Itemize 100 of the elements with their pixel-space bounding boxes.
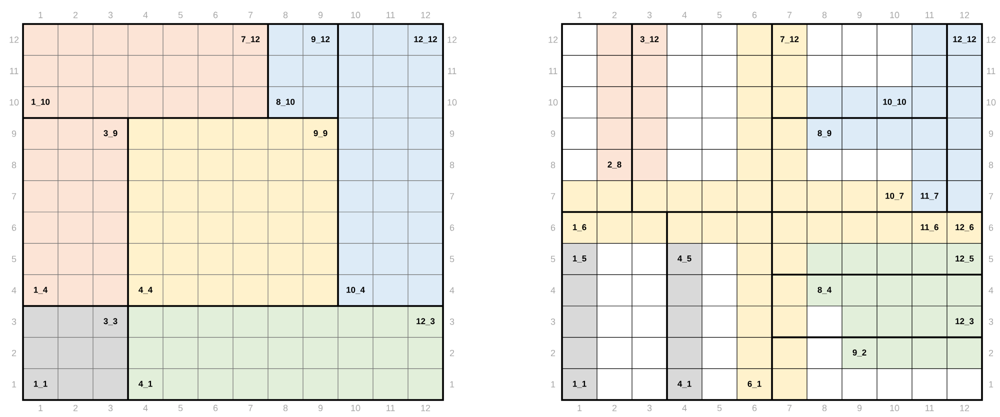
cell-label: 9_12 [311,36,330,44]
axis-number: 4 [450,287,454,294]
cell-label: 7_12 [241,36,260,44]
axis-number: 6 [450,224,454,231]
axis-number: 11 [386,12,395,18]
axis-number: 2 [450,350,454,356]
axis-number: 5 [178,404,183,412]
axis-number: 8 [450,162,454,168]
axis-number: 9 [12,130,16,137]
cell-label: 10_4 [346,286,365,294]
axis-number: 9 [318,12,323,18]
axis-number: 1 [12,381,16,388]
axis-number: 5 [450,256,454,262]
axis-number: 2 [612,12,617,18]
axis-number: 8 [550,162,556,168]
axis-number: 7 [550,193,556,200]
axis-number: 3 [108,12,113,18]
axis-number: 12 [421,12,430,18]
axis-number: 7 [787,12,792,18]
cell-label: 10_7 [886,192,904,200]
cell-label: 12_3 [416,318,435,326]
axis-number: 10 [890,12,900,18]
axis-number: 10 [351,404,360,412]
axis-number: 8 [283,12,288,18]
axis-number: 9 [550,130,556,137]
axis-number: 2 [73,12,78,18]
axis-number: 9 [450,130,454,137]
axis-number: 9 [857,12,862,18]
axis-number: 4 [682,12,687,18]
axis-number: 11 [448,68,456,74]
axis-number: 8 [12,162,16,168]
axis-number: 8 [822,404,827,412]
axis-number: 3 [647,12,652,18]
axis-number: 7 [12,193,16,200]
axis-number: 8 [283,404,288,412]
axis-number: 2 [12,350,16,356]
cell-label: 12_3 [956,318,974,326]
axis-number: 7 [450,193,454,200]
cell-label: 4_1 [678,380,692,388]
axis-number: 5 [178,12,183,18]
axis-number: 8 [988,162,994,168]
axis-number: 12 [960,12,970,18]
cell-label: 2_8 [608,162,622,168]
axis-number: 6 [988,224,994,231]
axis-number: 3 [450,318,454,325]
cell-label: 1_5 [572,256,586,262]
axis-number: 3 [647,404,652,412]
axis-number: 6 [752,12,757,18]
axis-number: 1 [38,12,43,18]
axis-number: 6 [12,224,16,231]
cell-label: 9_9 [314,130,328,138]
axis-number: 10 [890,404,900,412]
cell-label: 1_1 [572,380,586,388]
cell-label: 6_1 [748,380,762,388]
axis-number: 1 [38,404,43,412]
cell-label: 4_5 [678,256,692,262]
axis-number: 7 [988,193,994,200]
cell-label: 4_4 [138,286,153,294]
cell-label: 12_6 [956,224,974,232]
cell-label: 4_1 [138,380,152,388]
axis-number: 11 [386,404,395,412]
axis-number: 3 [12,318,16,325]
axis-number: 4 [988,287,994,294]
axis-number: 2 [550,350,556,356]
cell-label: 3_3 [104,318,118,326]
axis-number: 3 [550,318,556,325]
axis-number: 12 [448,36,457,43]
axis-number: 6 [752,404,757,412]
axis-number: 10 [448,99,457,106]
axis-number: 3 [108,404,113,412]
axis-number: 4 [12,287,16,294]
axis-number: 4 [550,287,556,294]
cell-label: 1_10 [32,98,50,106]
axis-number: 12 [960,404,970,412]
cell-label: 1_4 [34,286,48,294]
axis-number: 11 [926,404,934,412]
cell-label: 11_7 [920,192,938,200]
axis-number: 6 [213,12,218,18]
cell-label: 12_5 [956,256,974,262]
cell-label: 12_12 [953,36,976,44]
axis-number: 12 [548,36,558,43]
axis-number: 7 [787,404,792,412]
axis-number: 1 [989,381,994,388]
cell-label: 7_12 [780,36,799,44]
axis-number: 3 [988,318,994,325]
axis-number: 7 [248,12,253,18]
axis-number: 1 [450,381,454,388]
axis-number: 11 [987,68,996,74]
axis-number: 5 [717,12,722,18]
cell-label: 8_4 [818,286,832,294]
cell-label: 1_1 [34,380,48,388]
axis-number: 1 [578,404,582,412]
axis-number: 7 [248,404,253,412]
axis-number: 4 [143,404,148,412]
cell-label: 3_12 [640,36,659,44]
axis-number: 5 [550,256,556,262]
axis-number: 10 [351,12,360,18]
axis-number: 2 [612,404,617,412]
cell-label: 9_2 [852,350,866,356]
cell-label: 10_10 [883,98,906,106]
